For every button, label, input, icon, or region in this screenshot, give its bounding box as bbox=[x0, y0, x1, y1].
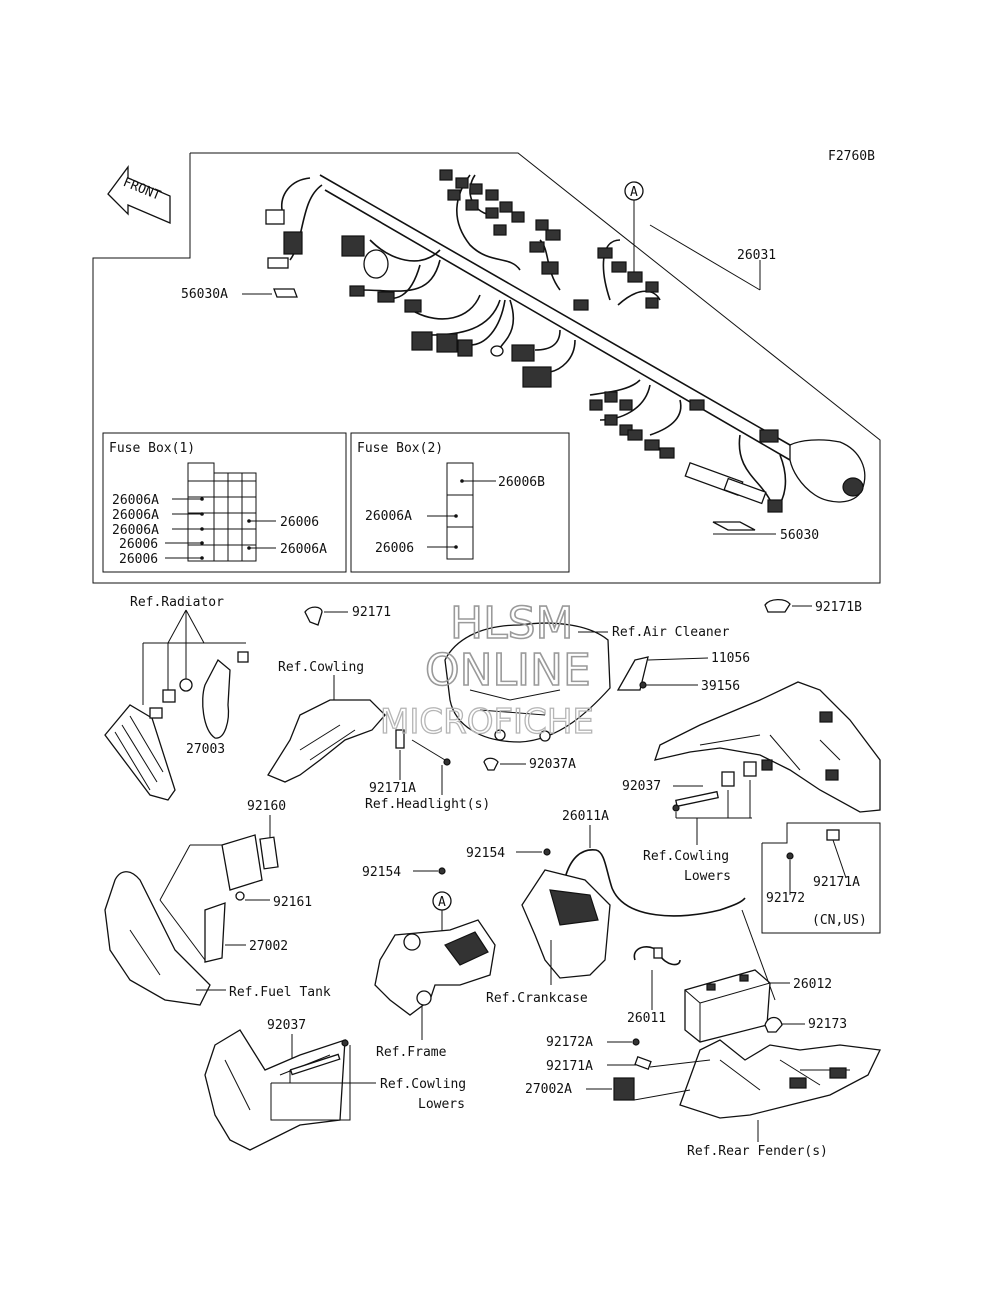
label-56030: 56030 bbox=[780, 528, 819, 543]
label-27003: 27003 bbox=[186, 742, 225, 757]
ref-crankcase: Ref.Crankcase bbox=[486, 991, 588, 1006]
rear-fender-drawing bbox=[679, 1039, 881, 1119]
ecu-92161-drawing bbox=[221, 834, 263, 891]
ref-radiator: Ref.Radiator bbox=[130, 595, 224, 610]
cowling-drawing bbox=[267, 699, 386, 783]
fuse-box-1-title: Fuse Box(1) bbox=[109, 441, 195, 456]
ref-frame: Ref.Frame bbox=[376, 1045, 447, 1060]
fb1-left-label-3: 26006A bbox=[112, 523, 159, 538]
label-27002: 27002 bbox=[249, 939, 288, 954]
ref-headlight: Ref.Headlight(s) bbox=[365, 797, 490, 812]
fb1-right-label-2: 26006A bbox=[280, 542, 327, 557]
label-11056: 11056 bbox=[711, 651, 750, 666]
fb1-left-label-2: 26006A bbox=[112, 508, 159, 523]
label-92171A-rear: 92171A bbox=[546, 1059, 593, 1074]
label-26031: 26031 bbox=[737, 248, 776, 263]
label-cn-us: (CN,US) bbox=[812, 913, 867, 928]
label-92160: 92160 bbox=[247, 799, 286, 814]
label-56030A: 56030A bbox=[181, 287, 228, 302]
fb1-left-label-5: 26006 bbox=[119, 552, 158, 567]
label-92154-frame: 92154 bbox=[362, 865, 401, 880]
horn-27003-drawing bbox=[202, 658, 231, 739]
fuse-box-2: Fuse Box(2) 26006B 26006A 26006 bbox=[350, 432, 570, 573]
label-92172A: 92172A bbox=[546, 1035, 593, 1050]
watermark: HLSM ONLINE MICROFICHE bbox=[379, 597, 594, 742]
main-harness-drawing bbox=[265, 169, 866, 513]
label-26012: 26012 bbox=[793, 977, 832, 992]
watermark-line-3: MICROFICHE bbox=[380, 702, 594, 742]
callout-a-bottom-label: A bbox=[438, 895, 446, 910]
air-cleaner-drawing bbox=[444, 622, 611, 743]
front-arrow-icon: FRONT bbox=[107, 165, 171, 224]
battery-26012-drawing bbox=[684, 969, 771, 1043]
watermark-line-1: HLSM bbox=[450, 598, 574, 649]
label-92171B: 92171B bbox=[815, 600, 862, 615]
label-92154-crankcase: 92154 bbox=[466, 846, 505, 861]
label-92161: 92161 bbox=[273, 895, 312, 910]
cable-26011A-drawing bbox=[564, 849, 746, 917]
fb1-left-label-4: 26006 bbox=[119, 537, 158, 552]
label-26011A: 26011A bbox=[562, 809, 609, 824]
ref-fuel-tank: Ref.Fuel Tank bbox=[229, 985, 331, 1000]
clip-92173-drawing bbox=[764, 1016, 783, 1033]
fuel-tank-cover-drawing bbox=[104, 871, 211, 1006]
ref-cowling-lowers-bottom: Ref.Cowling bbox=[380, 1077, 466, 1092]
ref-cowling-lowers-bottom-2: Lowers bbox=[418, 1097, 465, 1112]
ref-cowling-lowers-upper: Ref.Cowling bbox=[643, 849, 729, 864]
fb1-right-label-1: 26006 bbox=[280, 515, 319, 530]
ref-rear-fender: Ref.Rear Fender(s) bbox=[687, 1144, 828, 1159]
fuse-box-2-title: Fuse Box(2) bbox=[357, 441, 443, 456]
label-27002A: 27002A bbox=[525, 1082, 572, 1097]
cn-us-variant-box: 92172 92171A (CN,US) bbox=[761, 822, 881, 934]
label-92172: 92172 bbox=[766, 891, 805, 906]
fb2-label-2: 26006A bbox=[365, 509, 412, 524]
ref-cowling-lowers-upper-2: Lowers bbox=[684, 869, 731, 884]
label-92171A-cowling: 92171A bbox=[369, 781, 416, 796]
fb2-label-3: 26006 bbox=[375, 541, 414, 556]
label-92171: 92171 bbox=[352, 605, 391, 620]
label-92171A-cnus: 92171A bbox=[813, 875, 860, 890]
radiator-drawing bbox=[104, 704, 176, 801]
label-92037A: 92037A bbox=[529, 757, 576, 772]
fb1-left-label-1: 26006A bbox=[112, 493, 159, 508]
bracket-11056-drawing bbox=[616, 656, 649, 691]
clip-92171-drawing bbox=[304, 606, 323, 626]
upper-cowling-right-drawing bbox=[654, 681, 881, 813]
label-92173: 92173 bbox=[808, 1017, 847, 1032]
lower-cowling-drawing bbox=[204, 1029, 346, 1151]
callout-a-top-label: A bbox=[630, 185, 638, 200]
label-92037-lower: 92037 bbox=[267, 1018, 306, 1033]
ecu-27002-drawing bbox=[204, 902, 226, 963]
figure-code: F2760B bbox=[828, 149, 875, 164]
label-92037: 92037 bbox=[622, 779, 661, 794]
watermark-line-2: ONLINE bbox=[425, 645, 591, 696]
ref-air-cleaner: Ref.Air Cleaner bbox=[612, 625, 730, 640]
fb2-label-1: 26006B bbox=[498, 475, 545, 490]
label-39156: 39156 bbox=[701, 679, 740, 694]
label-26011: 26011 bbox=[627, 1011, 666, 1026]
clip-92171B-drawing bbox=[764, 598, 791, 613]
ref-cowling: Ref.Cowling bbox=[278, 660, 364, 675]
harness-frame bbox=[92, 152, 881, 584]
fuse-box-1: Fuse Box(1) 26006A 26006A 26006A 26006 2… bbox=[102, 432, 347, 573]
